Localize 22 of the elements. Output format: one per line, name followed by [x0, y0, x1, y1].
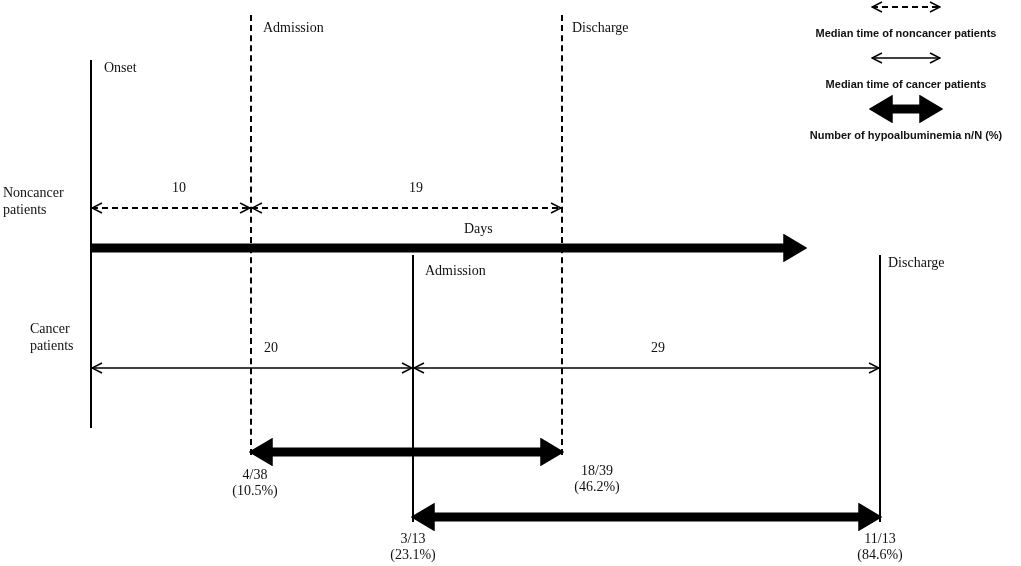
legend-text: Median time of cancer patients	[825, 78, 987, 90]
event-label: Onset	[104, 60, 137, 76]
group-label: Noncancer patients	[3, 184, 65, 218]
arrow	[413, 362, 880, 374]
event-label: Admission	[425, 263, 486, 279]
event-label: Discharge	[888, 255, 945, 271]
count-percentage: 3/13 (23.1%)	[389, 531, 437, 563]
count-percentage: 18/39 (46.2%)	[573, 463, 621, 495]
legend-text: Median time of noncancer patients	[815, 27, 997, 39]
event-label: Discharge	[572, 20, 629, 36]
arrow	[91, 362, 413, 374]
count-percentage: 4/38 (10.5%)	[231, 467, 279, 499]
count-percentage: 11/13 (84.6%)	[856, 531, 904, 563]
edge-label: Days	[462, 221, 495, 237]
thick-arrow	[92, 234, 807, 262]
group-label: Cancer patients	[30, 320, 75, 354]
dashed-arrow	[91, 202, 251, 214]
thick-arrow	[411, 503, 882, 531]
event-label: Admission	[263, 20, 324, 36]
thick-arrow	[249, 438, 564, 466]
legend-text: Number of hypoalbuminemia n/N (%)	[809, 129, 1003, 141]
dashed-arrow	[251, 202, 562, 214]
